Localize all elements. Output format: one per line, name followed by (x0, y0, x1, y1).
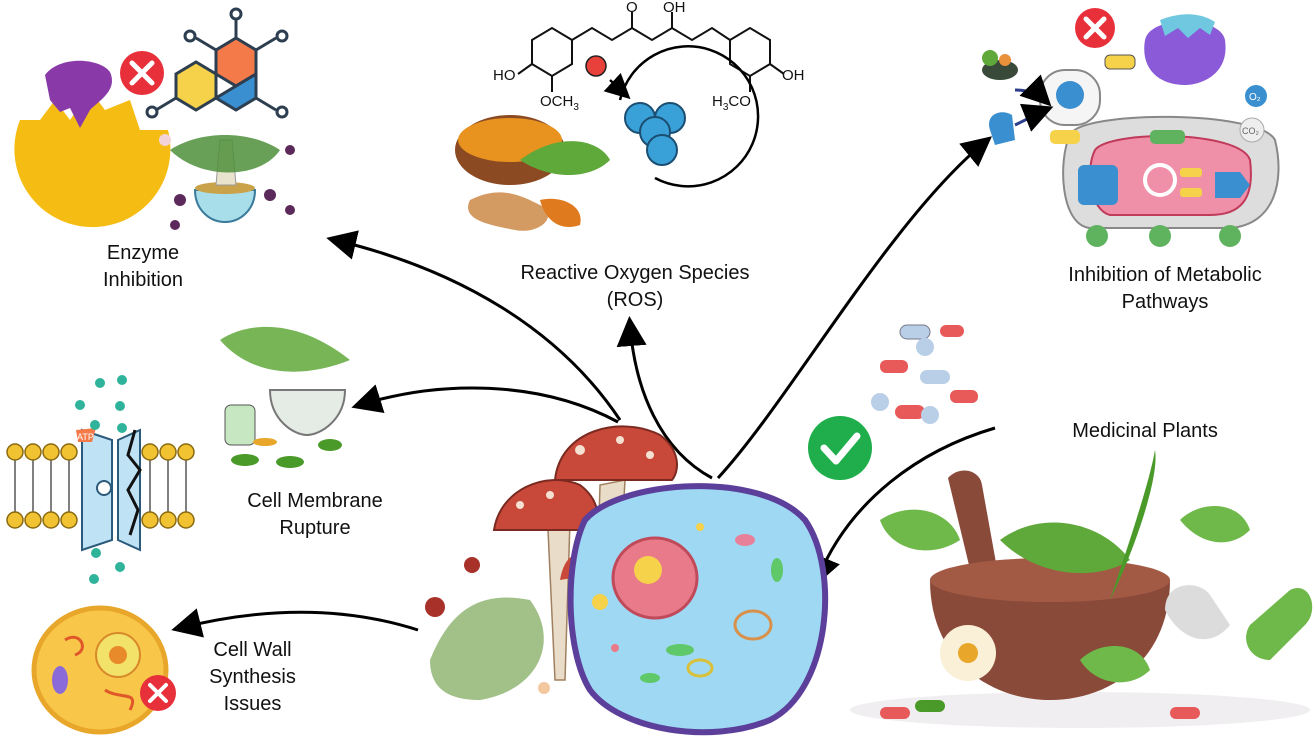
molecule-atom-dots (145, 7, 289, 119)
molecule-icon (155, 18, 277, 112)
arrows (171, 136, 996, 638)
cross-icon (120, 51, 164, 95)
membrane-bilayer (14, 460, 187, 512)
label-metabolic-line2: Pathways (1121, 291, 1209, 313)
metabolic-illustration: O₂ CO₂ (982, 8, 1280, 247)
pills-icon (871, 324, 978, 424)
label-cell-wall-line1: Cell Wall (213, 639, 292, 661)
ros-cycle-icon (585, 45, 760, 188)
cross-icon (1075, 8, 1115, 48)
label-medicinal-plants: Medicinal Plants (1045, 418, 1245, 445)
chem-och3: OCH3 (540, 93, 579, 113)
turmeric-bowl-icon (455, 115, 610, 231)
arrow-to-cell-wall (171, 608, 419, 638)
mushroom-group (425, 425, 678, 700)
check-icon (808, 416, 872, 480)
label-metabolic-line1: Inhibition of Metabolic (1068, 264, 1262, 286)
membrane-illustration: ATP (6, 375, 195, 584)
cell-wall-illustration (31, 605, 176, 735)
herb-bowl-icon (159, 134, 295, 230)
label-ros-line1: Reactive Oxygen Species (520, 262, 750, 284)
arrow-to-metabolic (716, 136, 992, 480)
label-membrane-line2: Rupture (279, 517, 351, 539)
cross-icon (140, 675, 176, 711)
label-enzyme-inhibition-line1: Enzyme (106, 242, 180, 264)
label-enzyme-inhibition-line2: Inhibition (102, 269, 184, 291)
enzyme-illustration (14, 7, 295, 230)
enzyme-shape (14, 90, 171, 228)
co2-label: CO₂ (1242, 126, 1260, 136)
rupture-crack (126, 429, 142, 536)
label-membrane-line1: Cell Membrane (247, 490, 383, 512)
label-cell-wall-line2: Synthesis (209, 666, 296, 688)
chem-o: O (626, 0, 638, 16)
mushroom-cap-large (553, 425, 678, 481)
label-cell-wall: Cell Wall Synthesis Issues (195, 637, 310, 718)
label-membrane: Cell Membrane Rupture (240, 488, 390, 542)
label-cell-wall-line3: Issues (223, 693, 282, 715)
arrow-to-ros (616, 316, 713, 480)
label-enzyme-inhibition: Enzyme Inhibition (88, 240, 198, 294)
label-medicinal-plants-line1: Medicinal Plants (1072, 420, 1218, 442)
atp-label: ATP (77, 432, 94, 442)
central-cell (567, 483, 829, 736)
arrow-to-enzyme-inhibition (326, 230, 622, 421)
curcumin-labels: O OH HO OCH3 H3CO OH (493, 0, 805, 113)
mortar-herbs-icon (220, 326, 350, 468)
mortar-pestle-icon (850, 450, 1313, 728)
arrow-from-plants (812, 426, 996, 587)
curcumin-structure (517, 12, 785, 92)
label-metabolic: Inhibition of Metabolic Pathways (1045, 262, 1285, 316)
flower-icon (940, 625, 996, 681)
enzyme-purple-icon (1144, 21, 1226, 85)
o2-label: O₂ (1249, 92, 1261, 103)
label-ros: Reactive Oxygen Species (ROS) (495, 260, 775, 314)
chem-ho-left: HO (493, 67, 516, 84)
label-ros-line2: (ROS) (606, 289, 664, 311)
chem-oh-right: OH (782, 67, 805, 84)
chem-h3co: H3CO (712, 93, 751, 113)
inhibitor-shape (45, 60, 112, 128)
arrow-to-membrane (351, 384, 619, 424)
ion-dots (75, 375, 127, 584)
chem-oh-top: OH (663, 0, 686, 16)
